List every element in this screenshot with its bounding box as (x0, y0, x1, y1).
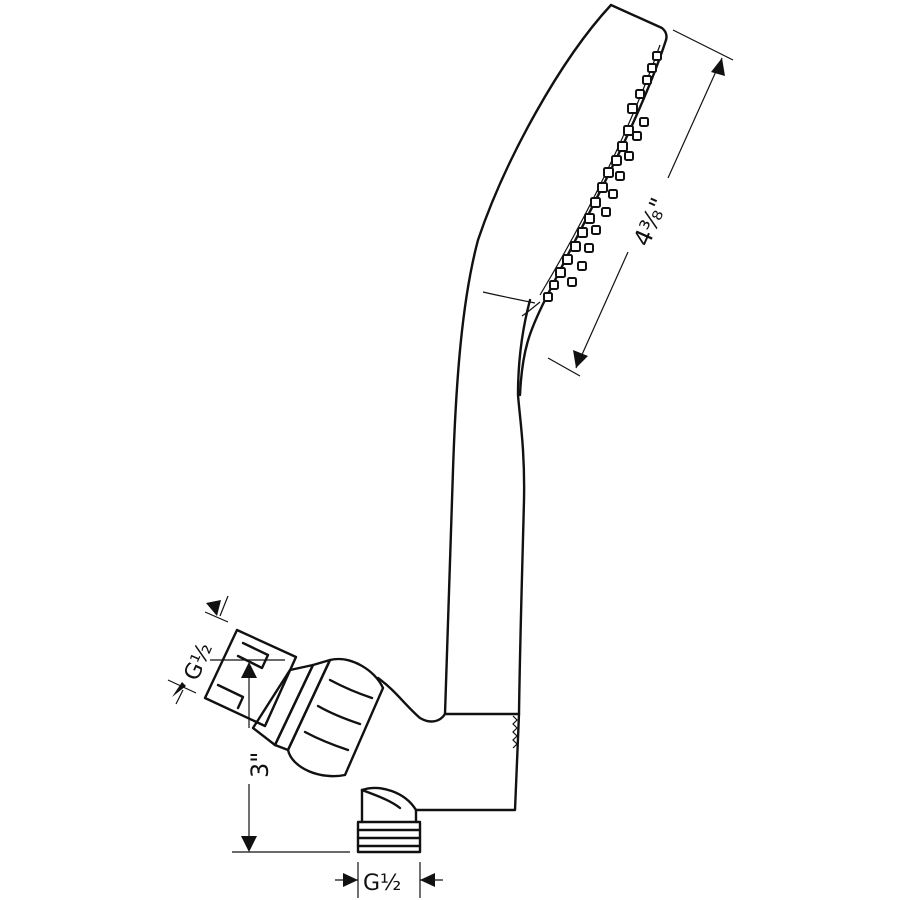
dimension-thread-bottom: G½ (335, 862, 443, 898)
dimension-thread-top: G½ (167, 595, 229, 705)
head-length-label: 4³⁄₈" (628, 194, 674, 251)
thread-top-label: G½ (180, 639, 218, 684)
spray-nozzles (543, 51, 662, 302)
offset-label: 3" (246, 752, 274, 778)
dimension-head-length: 4³⁄₈" (547, 29, 734, 377)
dimension-offset: 3" (210, 659, 350, 853)
shower-holder (356, 676, 521, 854)
thread-bottom-label: G½ (363, 871, 401, 896)
swivel-nut (203, 628, 385, 778)
